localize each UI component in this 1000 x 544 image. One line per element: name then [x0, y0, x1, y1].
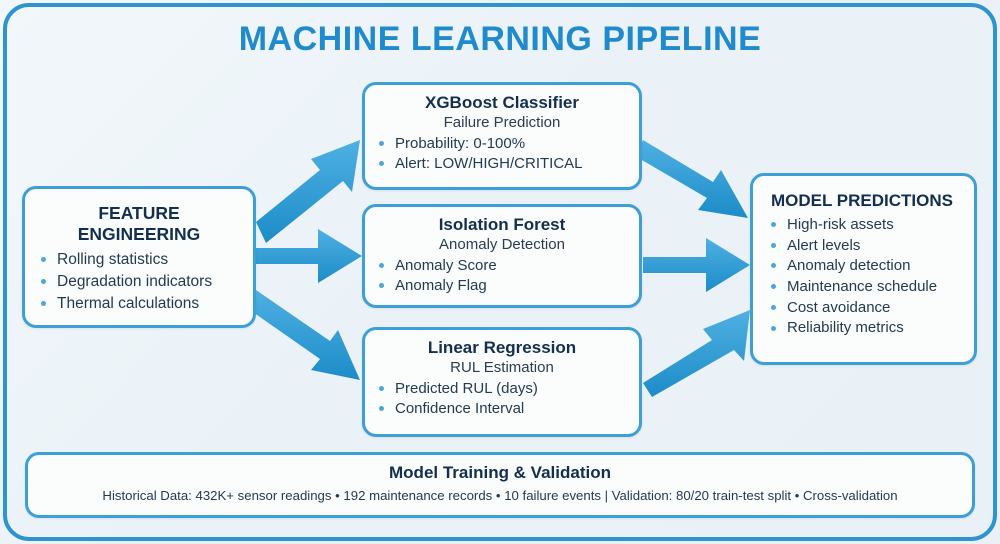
list-item: Predicted RUL (days) — [375, 379, 629, 398]
arrow-feature-to-xgboost — [256, 140, 360, 243]
arrow-feature-to-linear — [247, 290, 360, 380]
list-item: Thermal calculations — [37, 294, 241, 314]
feature-engineering-bullets: Rolling statistics Degradation indicator… — [37, 250, 241, 313]
node-model-training-validation[interactable]: Model Training & Validation Historical D… — [25, 452, 975, 518]
list-item: Alert levels — [767, 236, 962, 255]
list-item: Confidence Interval — [375, 399, 629, 418]
linear-regression-title: Linear Regression — [427, 338, 577, 357]
list-item: Degradation indicators — [37, 272, 241, 292]
node-model-predictions[interactable]: MODEL PREDICTIONS High-risk assets Alert… — [750, 173, 977, 365]
node-feature-engineering[interactable]: FEATURE ENGINEERING Rolling statistics D… — [22, 186, 256, 328]
linear-regression-bullets: Predicted RUL (days) Confidence Interval — [375, 379, 629, 418]
node-isolation-forest[interactable]: Isolation Forest Anomaly Detection Anoma… — [362, 204, 642, 308]
arrow-linear-to-predictions — [643, 310, 750, 397]
feature-engineering-title: FEATURE ENGINEERING — [77, 203, 201, 244]
list-item: Anomaly detection — [767, 256, 962, 275]
node-xgboost-classifier[interactable]: XGBoost Classifier Failure Prediction Pr… — [362, 82, 642, 190]
isolation-forest-bullets: Anomaly Score Anomaly Flag — [375, 256, 629, 295]
xgboost-bullets: Probability: 0-100% Alert: LOW/HIGH/CRIT… — [375, 134, 629, 173]
model-predictions-title: MODEL PREDICTIONS — [771, 191, 953, 210]
list-item: Rolling statistics — [37, 250, 241, 270]
list-item: Anomaly Flag — [375, 276, 629, 295]
isolation-forest-subtitle: Anomaly Detection — [439, 236, 565, 253]
list-item: Reliability metrics — [767, 318, 962, 337]
xgboost-title: XGBoost Classifier — [425, 93, 579, 112]
footer-title: Model Training & Validation — [389, 463, 611, 482]
list-item: Cost avoidance — [767, 298, 962, 317]
arrow-xgboost-to-predictions — [635, 140, 748, 218]
isolation-forest-title: Isolation Forest — [438, 215, 566, 234]
list-item: Anomaly Score — [375, 256, 629, 275]
list-item: Maintenance schedule — [767, 277, 962, 296]
model-predictions-bullets: High-risk assets Alert levels Anomaly de… — [767, 215, 962, 338]
list-item: High-risk assets — [767, 215, 962, 234]
node-linear-regression[interactable]: Linear Regression RUL Estimation Predict… — [362, 327, 642, 437]
linear-regression-subtitle: RUL Estimation — [450, 359, 554, 376]
list-item: Alert: LOW/HIGH/CRITICAL — [375, 154, 629, 173]
footer-details: Historical Data: 432K+ sensor readings •… — [102, 488, 898, 503]
arrow-feature-to-isolation — [256, 229, 362, 283]
list-item: Probability: 0-100% — [375, 134, 629, 153]
arrow-isolation-to-predictions — [643, 238, 750, 292]
page-title: MACHINE LEARNING PIPELINE — [238, 20, 762, 58]
xgboost-subtitle: Failure Prediction — [443, 114, 561, 131]
